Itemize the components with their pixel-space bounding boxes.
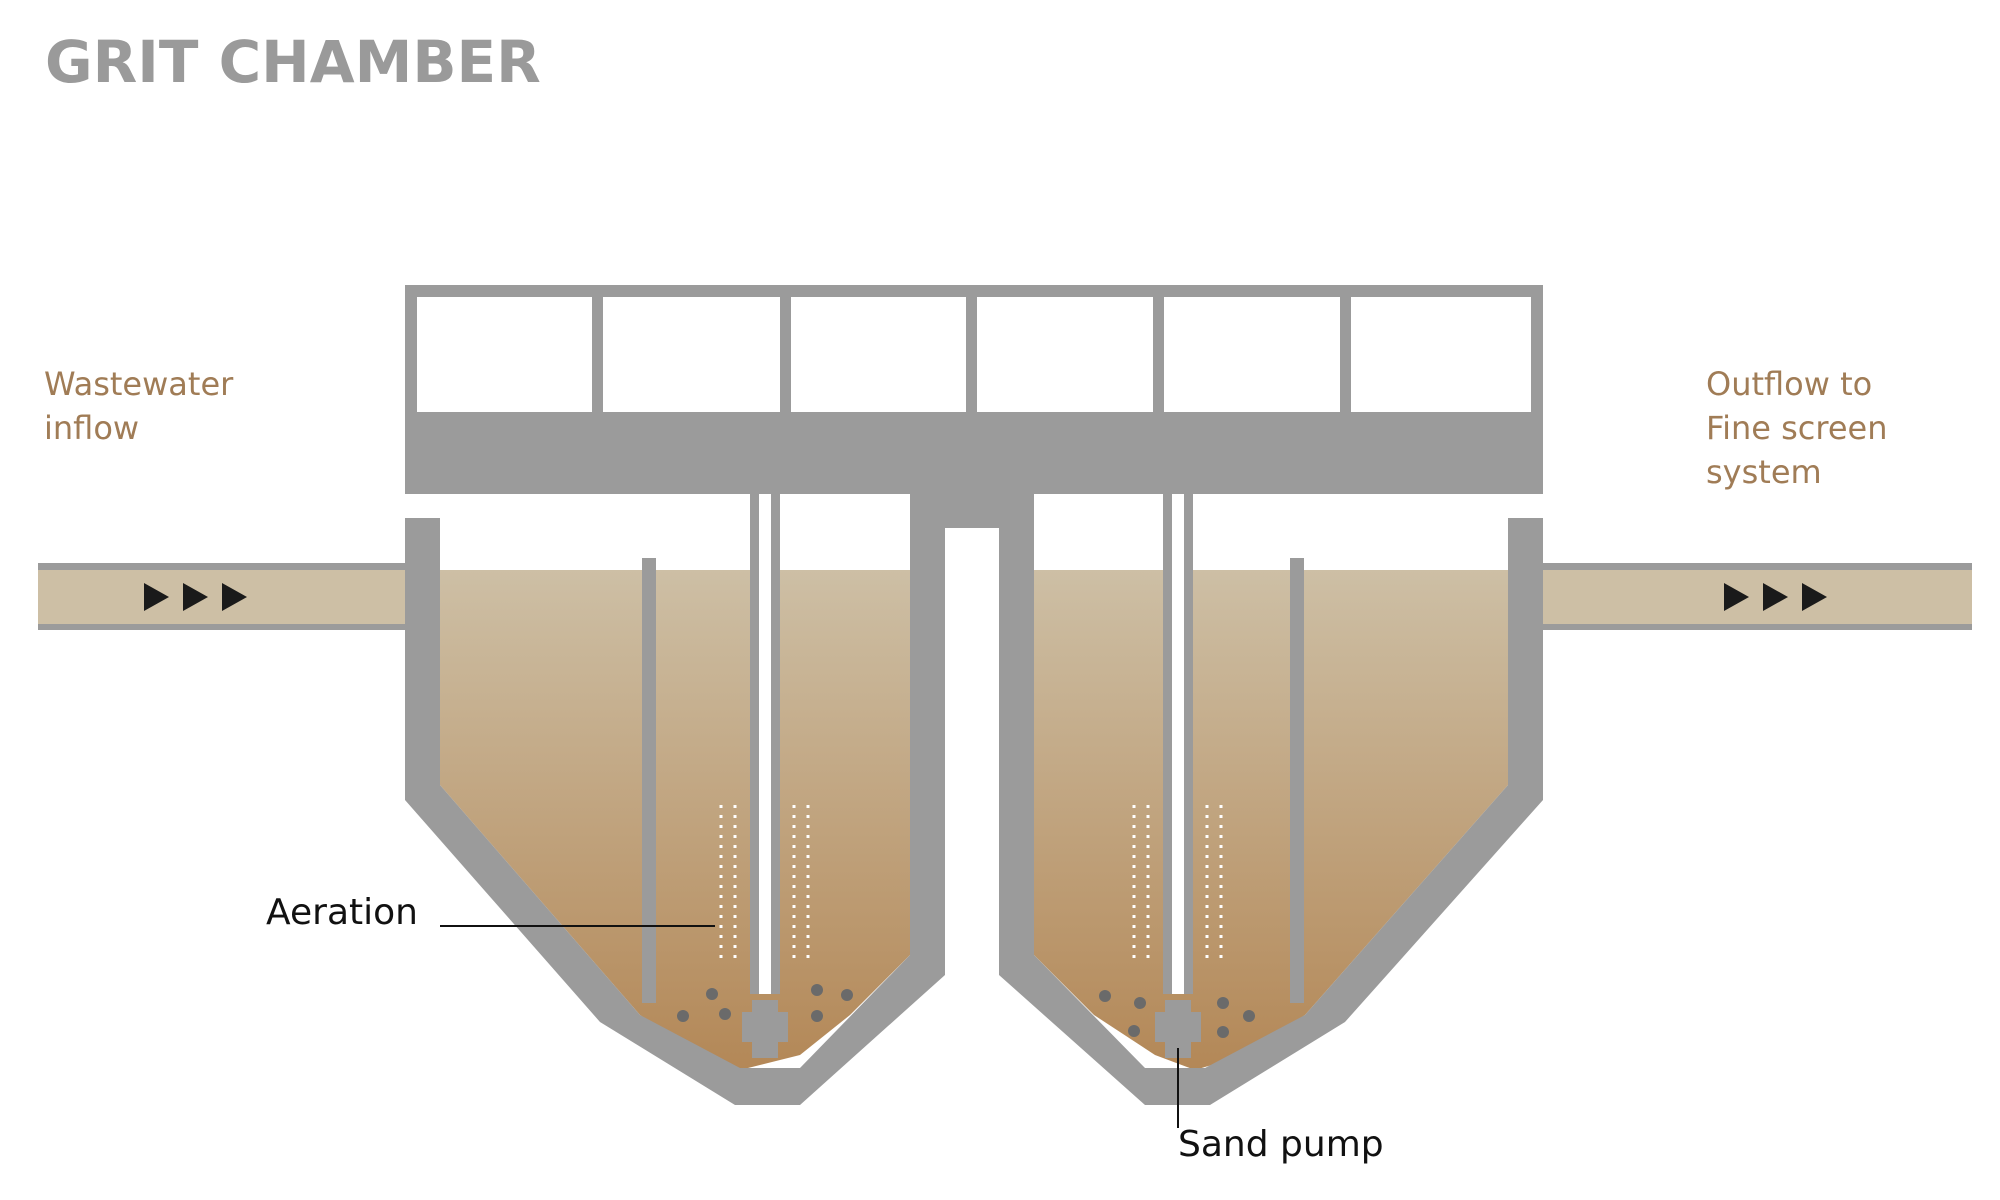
inflow-pipe (38, 563, 440, 630)
left-sand-pump (742, 494, 788, 1058)
center-gap (945, 528, 999, 978)
right-tank-wall (999, 490, 1543, 1105)
aeration-label: Aeration (266, 892, 418, 933)
outflow-label-line-3: system (1706, 453, 1822, 491)
right-tank-water (1034, 570, 1508, 1070)
triangle-right-icon (183, 583, 208, 611)
triangle-right-icon (222, 583, 247, 611)
grit-particles (677, 984, 1255, 1038)
triangle-right-icon (144, 583, 169, 611)
triangle-right-icon (1724, 583, 1749, 611)
outflow-arrows (1724, 583, 1827, 611)
right-sand-pump (1155, 494, 1201, 1058)
left-baffle (642, 558, 656, 1003)
outflow-label-line-1: Outflow to (1706, 365, 1873, 403)
outflow-label-line-2: Fine screen (1706, 409, 1888, 447)
left-tank-water (440, 570, 910, 1070)
outflow-label: Outflow to Fine screen system (1706, 362, 1887, 494)
inflow-label-line-1: Wastewater (44, 365, 234, 403)
bridge-structure (405, 285, 1543, 528)
diagram-title: GRIT CHAMBER (45, 28, 541, 96)
triangle-right-icon (1802, 583, 1827, 611)
inflow-label-line-2: inflow (44, 409, 140, 447)
aeration-bubbles (719, 805, 1223, 965)
triangle-right-icon (1763, 583, 1788, 611)
left-tank-wall (405, 490, 945, 1105)
sand-pump-label: Sand pump (1178, 1124, 1384, 1165)
right-baffle (1290, 558, 1304, 1003)
inflow-label: Wastewater inflow (44, 362, 233, 450)
inflow-arrows (144, 583, 247, 611)
